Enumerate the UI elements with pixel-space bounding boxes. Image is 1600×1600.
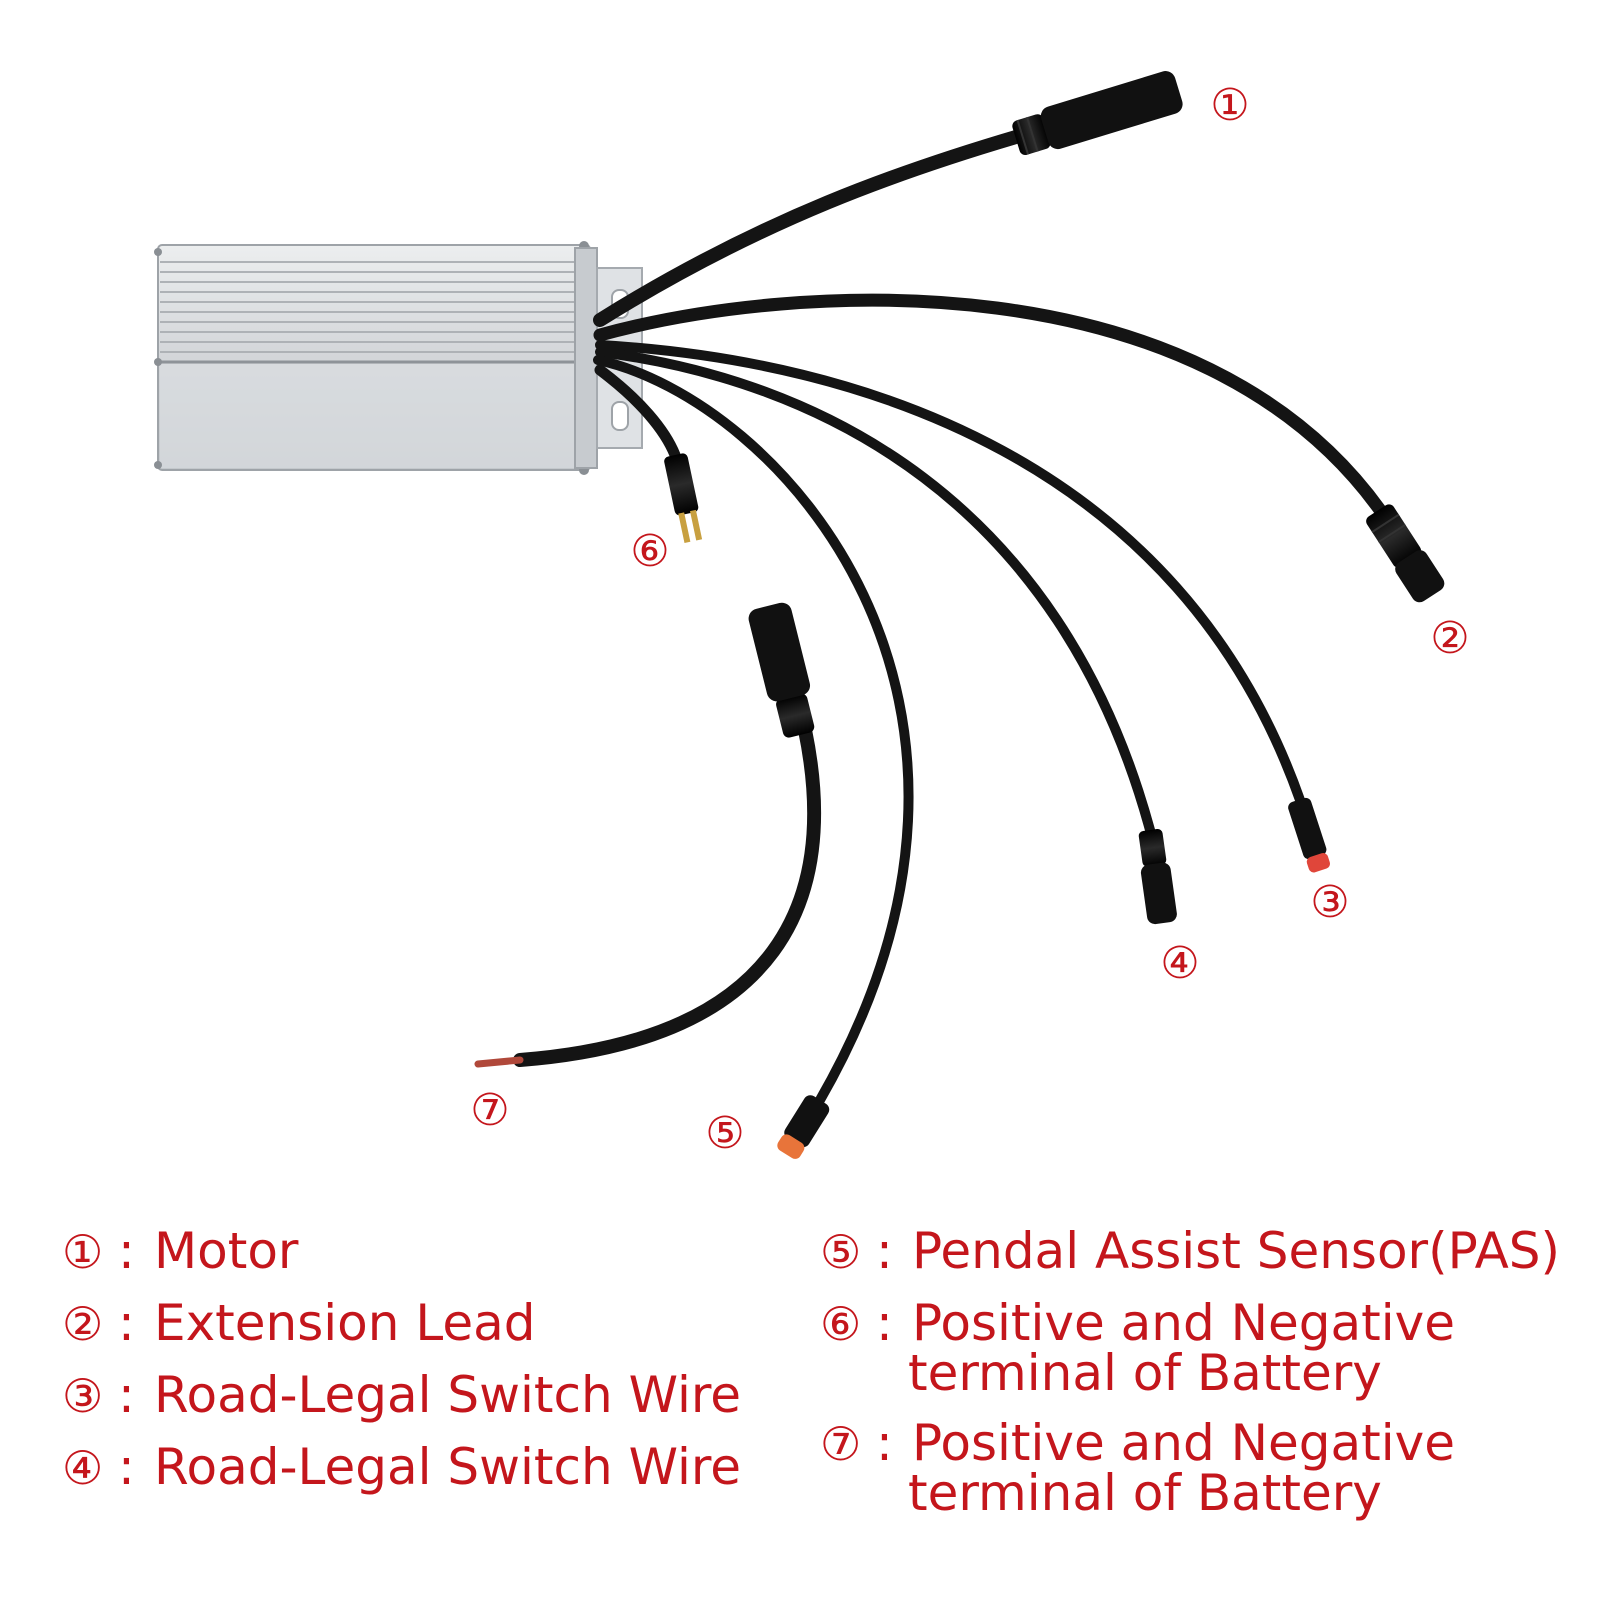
legend-item: ①: Motor xyxy=(62,1225,298,1278)
legend-separator: : xyxy=(118,1366,135,1424)
connector-motor xyxy=(1012,71,1183,156)
legend-mark: ② xyxy=(62,1297,104,1351)
connector-extension-lead xyxy=(1366,504,1445,603)
cable-road-legal-switch-3 xyxy=(595,340,1305,805)
legend-item: ④: Road-Legal Switch Wire xyxy=(62,1441,741,1494)
label-7: ⑦ xyxy=(470,1085,509,1136)
legend-mark: ⑤ xyxy=(820,1225,862,1279)
bare-wire-end xyxy=(474,1056,524,1068)
cable-road-legal-switch-4 xyxy=(595,347,1155,835)
controller-diagram: ① ② ③ ④ ⑤ ⑥ ⑦ xyxy=(154,71,1470,1159)
legend-text: Road-Legal Switch Wire xyxy=(154,1366,742,1424)
legend-separator: : xyxy=(118,1294,135,1352)
legend-text: Extension Lead xyxy=(154,1294,536,1352)
label-2: ② xyxy=(1430,613,1469,664)
legend-item: ②: Extension Lead xyxy=(62,1297,535,1350)
connector-pas xyxy=(777,1095,830,1159)
legend-separator: : xyxy=(876,1414,893,1472)
cable-extension-lead xyxy=(593,293,1387,517)
connector-battery-6 xyxy=(664,453,703,543)
legend-text: Motor xyxy=(154,1222,299,1280)
legend-item: ⑥: Positive and Negative xyxy=(820,1297,1455,1350)
label-6: ⑥ xyxy=(630,526,669,577)
controller-box xyxy=(154,241,643,475)
cables xyxy=(513,123,1387,1105)
legend-mark: ⑦ xyxy=(820,1417,862,1471)
legend-item: ③: Road-Legal Switch Wire xyxy=(62,1369,741,1422)
legend-item: ⑦: Positive and Negative xyxy=(820,1417,1455,1470)
connector-battery-7 xyxy=(748,602,815,738)
legend-text: Positive and Negative xyxy=(912,1414,1455,1472)
connector-road-legal-switch-3 xyxy=(1288,797,1331,873)
cable-battery-7 xyxy=(513,723,822,1067)
legend-text: Pendal Assist Sensor(PAS) xyxy=(912,1222,1561,1280)
cable-battery-6 xyxy=(594,364,681,461)
legend-left: ①: Motor ②: Extension Lead ③: Road-Legal Sw… xyxy=(62,1225,782,1525)
connector-road-legal-switch-4 xyxy=(1138,828,1177,925)
legend-right: ⑤: Pendal Assist Sensor(PAS) ⑥: Positive a… xyxy=(820,1225,1580,1525)
legend-separator: : xyxy=(876,1222,893,1280)
cable-motor xyxy=(593,123,1047,327)
label-4: ④ xyxy=(1160,938,1199,989)
label-5: ⑤ xyxy=(705,1108,744,1159)
legend-item: ⑤: Pendal Assist Sensor(PAS) xyxy=(820,1225,1560,1278)
cable-pas xyxy=(593,355,914,1105)
legend-text-continued: terminal of Battery xyxy=(908,1344,1382,1402)
legend-separator: : xyxy=(118,1438,135,1496)
label-3: ③ xyxy=(1310,877,1349,928)
legend-mark: ③ xyxy=(62,1369,104,1423)
legend-text: Road-Legal Switch Wire xyxy=(154,1438,742,1496)
legend-text-continued: terminal of Battery xyxy=(908,1464,1382,1522)
legend-text: Positive and Negative xyxy=(912,1294,1455,1352)
legend-separator: : xyxy=(118,1222,135,1280)
label-1: ① xyxy=(1210,80,1249,131)
legend-mark: ⑥ xyxy=(820,1297,862,1351)
legend-mark: ① xyxy=(62,1225,104,1279)
legend-mark: ④ xyxy=(62,1441,104,1495)
legend-separator: : xyxy=(876,1294,893,1352)
